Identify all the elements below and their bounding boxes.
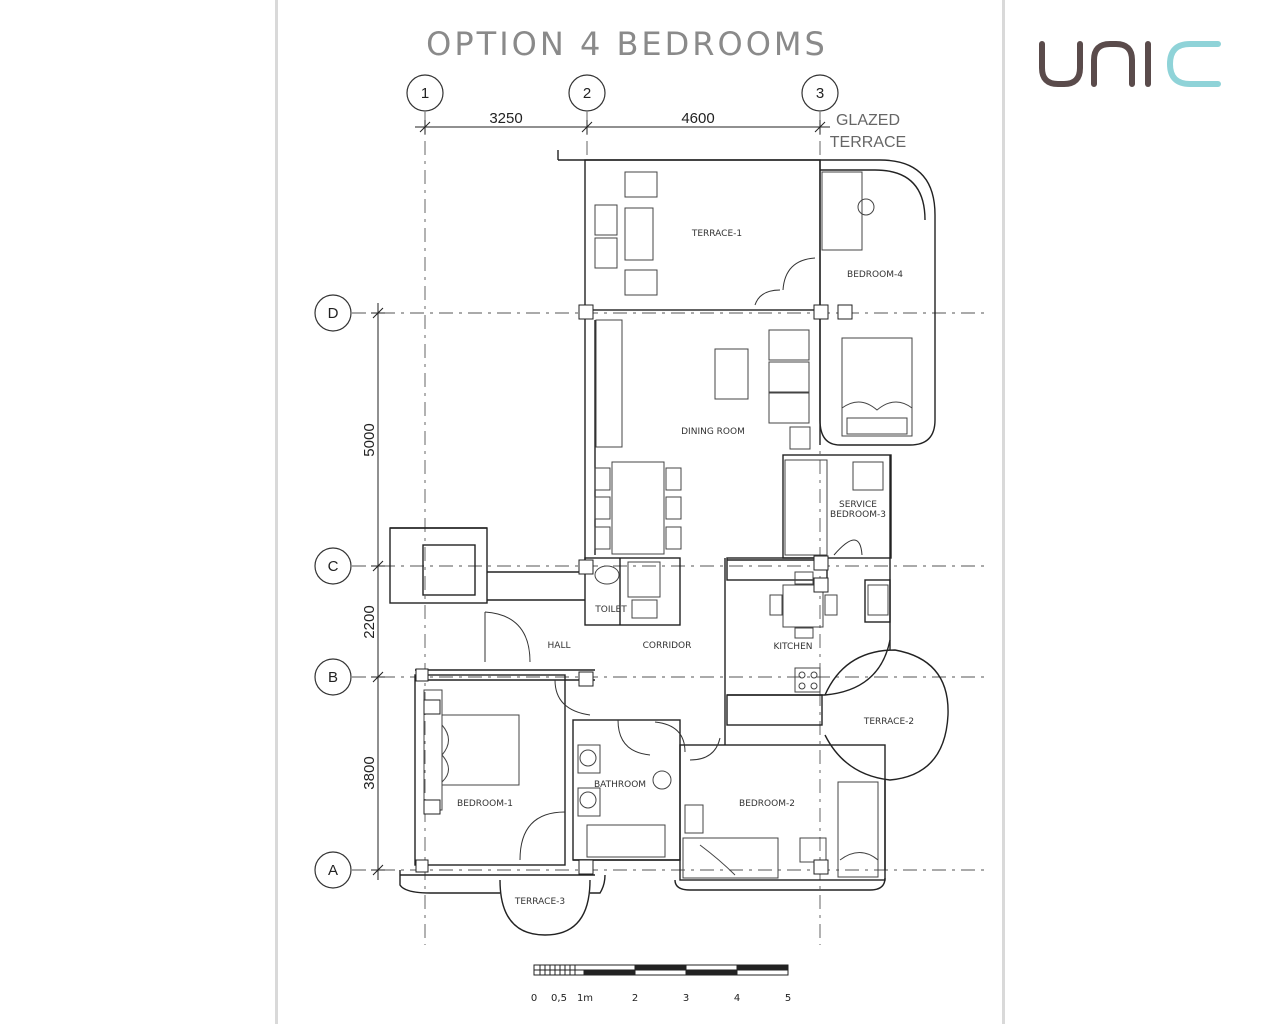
scale-1m: 1m xyxy=(577,993,593,1004)
dim-3250: 3250 xyxy=(489,110,522,127)
glazed-label-2: TERRACE xyxy=(830,134,906,151)
scale-3: 3 xyxy=(683,993,689,1004)
room-bedroom-1: BEDROOM-1 xyxy=(457,799,513,809)
dim-5000: 5000 xyxy=(361,423,378,456)
room-terrace-2: TERRACE-2 xyxy=(863,717,914,727)
scale-4: 4 xyxy=(734,993,740,1004)
unic-logo xyxy=(1039,41,1221,87)
grid-col-3: 3 xyxy=(816,85,824,102)
walls xyxy=(389,150,949,936)
room-bedroom-2: BEDROOM-2 xyxy=(739,799,795,809)
glazed-label-1: GLAZED xyxy=(836,112,900,129)
room-service-2: BEDROOM-3 xyxy=(830,510,886,520)
dim-3800: 3800 xyxy=(361,756,378,789)
scale-5: 5 xyxy=(785,993,791,1004)
room-corridor: CORRIDOR xyxy=(643,641,692,651)
room-bathroom: BATHROOM xyxy=(594,780,646,790)
scale-0: 0 xyxy=(531,993,537,1004)
scale-2: 2 xyxy=(632,993,638,1004)
scale-bar xyxy=(533,964,789,976)
grid-col-2: 2 xyxy=(583,85,591,102)
grid-row-d: D xyxy=(328,305,339,322)
grid-col-1: 1 xyxy=(421,85,429,102)
room-dining: DINING ROOM xyxy=(681,427,745,437)
room-terrace-3: TERRACE-3 xyxy=(514,897,565,907)
room-bedroom-4: BEDROOM-4 xyxy=(847,270,903,280)
dim-2200: 2200 xyxy=(361,605,378,638)
grid-row-b: B xyxy=(328,669,338,686)
room-toilet: TOILET xyxy=(594,605,627,615)
room-kitchen: KITCHEN xyxy=(774,642,813,652)
plan-title: OPTION 4 BEDROOMS xyxy=(426,25,828,63)
room-hall: HALL xyxy=(548,641,571,651)
grid-row-c: C xyxy=(328,558,339,575)
dim-4600: 4600 xyxy=(681,110,714,127)
room-terrace-1: TERRACE-1 xyxy=(691,229,742,239)
room-service-1: SERVICE xyxy=(839,500,877,510)
scale-05: 0,5 xyxy=(551,993,567,1004)
grid-row-a: A xyxy=(328,862,338,879)
